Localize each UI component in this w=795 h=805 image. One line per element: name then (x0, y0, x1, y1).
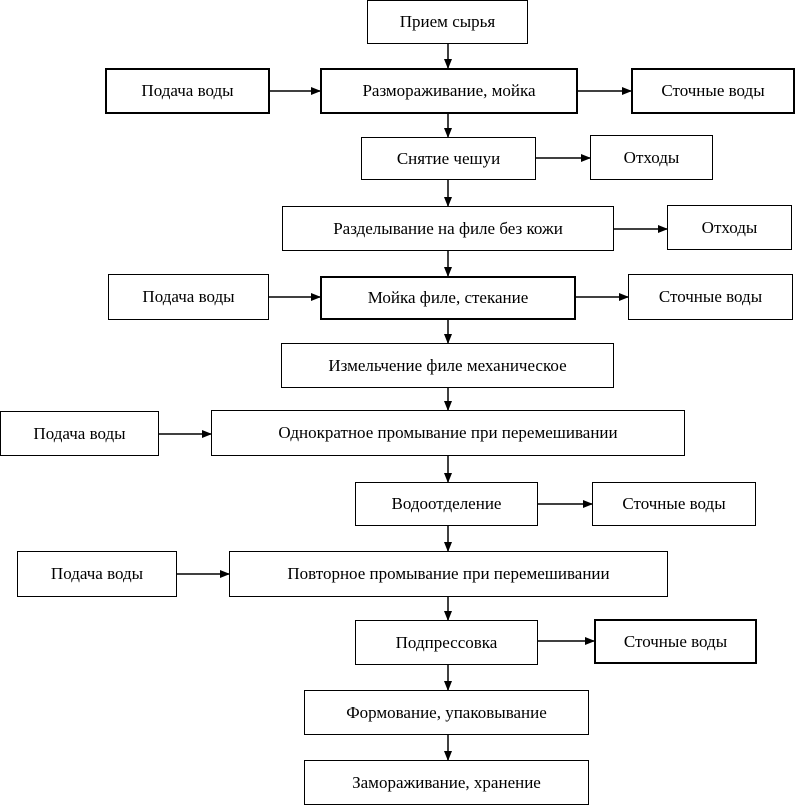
step-forming-packaging: Формование, упаковывание (304, 690, 589, 735)
step-thawing-washing: Размораживание, мойка (320, 68, 578, 114)
input-water-supply-4: Подача воды (17, 551, 177, 597)
step-first-washing: Однократное промывание при перемешивании (211, 410, 685, 456)
output-waste-1: Отходы (590, 135, 713, 180)
step-dewatering: Водоотделение (355, 482, 538, 526)
input-water-supply-1: Подача воды (105, 68, 270, 114)
step-mechanical-mincing: Измельчение филе механическое (281, 343, 614, 388)
step-second-washing: Повторное промывание при перемешивании (229, 551, 668, 597)
output-wastewater-4: Сточные воды (594, 619, 757, 664)
step-fillet-washing-draining: Мойка филе, стекание (320, 276, 576, 320)
step-filleting-skinless: Разделывание на филе без кожи (282, 206, 614, 251)
step-freezing-storage: Замораживание, хранение (304, 760, 589, 805)
step-raw-receiving: Прием сырья (367, 0, 528, 44)
step-descaling: Снятие чешуи (361, 137, 536, 180)
output-wastewater-2: Сточные воды (628, 274, 793, 320)
output-wastewater-1: Сточные воды (631, 68, 795, 114)
input-water-supply-3: Подача воды (0, 411, 159, 456)
step-pressing: Подпрессовка (355, 620, 538, 665)
output-wastewater-3: Сточные воды (592, 482, 756, 526)
output-waste-2: Отходы (667, 205, 792, 250)
input-water-supply-2: Подача воды (108, 274, 269, 320)
